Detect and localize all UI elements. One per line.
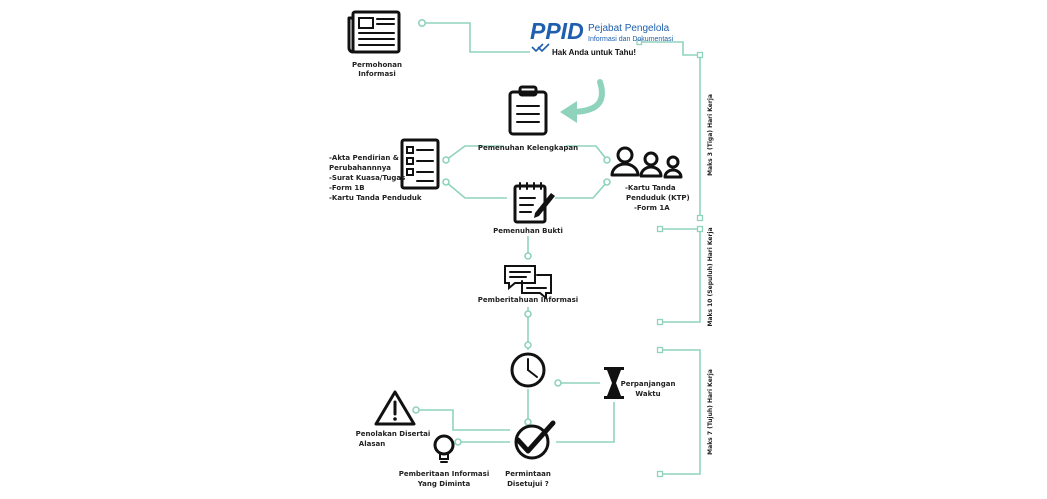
perpanjangan-label: Perpanjangan Waktu xyxy=(621,380,676,398)
perpanjangan-label-line2: Waktu xyxy=(635,390,660,398)
pemberitaan-label: Pemberitaan Informasi Yang Diminta xyxy=(399,470,489,488)
penolakan-label-line2: Alasan xyxy=(359,440,385,448)
timeline: Maks 3 (Tiga) Hari Kerja Maks 10 (Sepulu… xyxy=(656,51,714,478)
pemberitaan-label-line2: Yang Diminta xyxy=(417,480,471,488)
ppid-logo: PPID xyxy=(530,18,584,44)
hourglass-icon xyxy=(604,367,624,399)
penolakan-label: Penolakan Disertai Alasan xyxy=(356,430,431,448)
penolakan-label-line1: Penolakan Disertai xyxy=(356,430,431,438)
right-documents-list: -Kartu Tanda Penduduk (KTP) -Form 1A xyxy=(625,184,690,212)
pemberitahuan-label: Pemberitahuan Informasi xyxy=(478,296,578,304)
clipboard-icon xyxy=(508,85,548,136)
document-checklist-icon xyxy=(400,138,440,190)
pemberitaan-label-line1: Pemberitaan Informasi xyxy=(399,470,489,478)
approval-check-icon xyxy=(514,420,556,460)
newspaper-icon xyxy=(347,10,401,54)
left-doc-1: -Akta Pendirian & xyxy=(329,154,399,162)
right-doc-2: Penduduk (KTP) xyxy=(626,194,690,202)
clock-icon xyxy=(510,352,546,388)
permohonan-label: Permohonan Informasi xyxy=(352,61,402,78)
people-group-icon xyxy=(610,146,683,179)
double-check-icon xyxy=(531,43,550,53)
perpanjangan-label-line1: Perpanjangan xyxy=(621,380,676,388)
writing-document-icon xyxy=(513,182,555,224)
permintaan-label-line2: Disetujui ? xyxy=(507,480,549,488)
kelengkapan-label: Pemenuhan Kelengkapan xyxy=(478,144,578,152)
left-doc-5: -Kartu Tanda Penduduk xyxy=(329,194,422,202)
brand-line2: Informasi dan Dokumentasi xyxy=(588,36,674,43)
left-doc-3: -Surat Kuasa/Tugas xyxy=(329,174,405,182)
bukti-label: Pemenuhan Bukti xyxy=(493,227,563,235)
left-doc-4: -Form 1B xyxy=(329,184,365,192)
brand-line1: Pejabat Pengelola xyxy=(588,23,670,34)
connector-lines xyxy=(412,18,700,446)
lightbulb-icon xyxy=(433,434,455,463)
permohonan-label-line1: Permohonan xyxy=(352,61,402,69)
timeline-phase3-label: Maks 7 (Tujuh) Hari Kerja xyxy=(707,369,714,455)
permohonan-label-line2: Informasi xyxy=(358,70,395,78)
timeline-phase1-label: Maks 3 (Tiga) Hari Kerja xyxy=(707,94,714,176)
left-doc-2: Perubahannnya xyxy=(329,164,391,172)
right-doc-1: -Kartu Tanda xyxy=(625,184,676,192)
timeline-phase2-label: Maks 10 (Sepuluh) Hari Kerja xyxy=(707,227,714,326)
permintaan-label-line1: Permintaan xyxy=(505,470,551,478)
right-doc-3: -Form 1A xyxy=(634,204,670,212)
chat-bubbles-icon xyxy=(504,265,552,301)
warning-icon xyxy=(374,390,416,426)
left-documents-list: -Akta Pendirian & Perubahannnya -Surat K… xyxy=(329,154,422,202)
permintaan-label: Permintaan Disetujui ? xyxy=(505,470,551,488)
ppid-brand: PPID Pejabat Pengelola Informasi dan Dok… xyxy=(530,18,674,57)
brand-tagline: Hak Anda untuk Tahu! xyxy=(552,48,636,57)
